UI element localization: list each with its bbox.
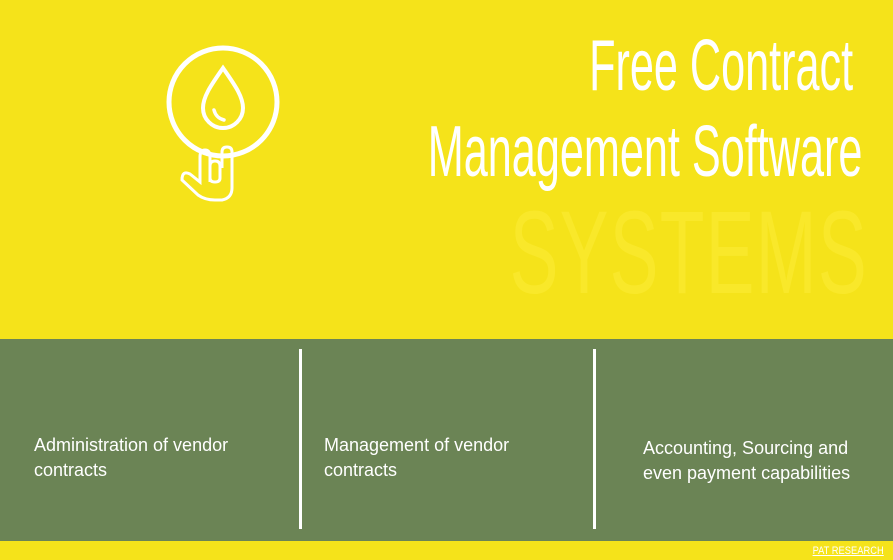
credit-link[interactable]: PAT RESEARCH: [812, 545, 884, 557]
features-band: Administration of vendor contracts Manag…: [0, 339, 893, 541]
watermark-text: SYSTEMS: [509, 187, 868, 319]
feature-1: Administration of vendor contracts: [34, 435, 229, 480]
feature-3: Accounting, Sourcing and even payment ca…: [643, 438, 851, 483]
hand-water-drop-icon: [166, 45, 280, 202]
feature-2: Management of vendor contracts: [324, 435, 510, 480]
divider: [299, 349, 302, 529]
divider: [593, 349, 596, 529]
title-line-1: Free Contract: [588, 26, 853, 106]
title-line-2: Management Software: [427, 112, 862, 192]
header-panel: SYSTEMS Free Contract Management Softwar…: [166, 26, 868, 319]
